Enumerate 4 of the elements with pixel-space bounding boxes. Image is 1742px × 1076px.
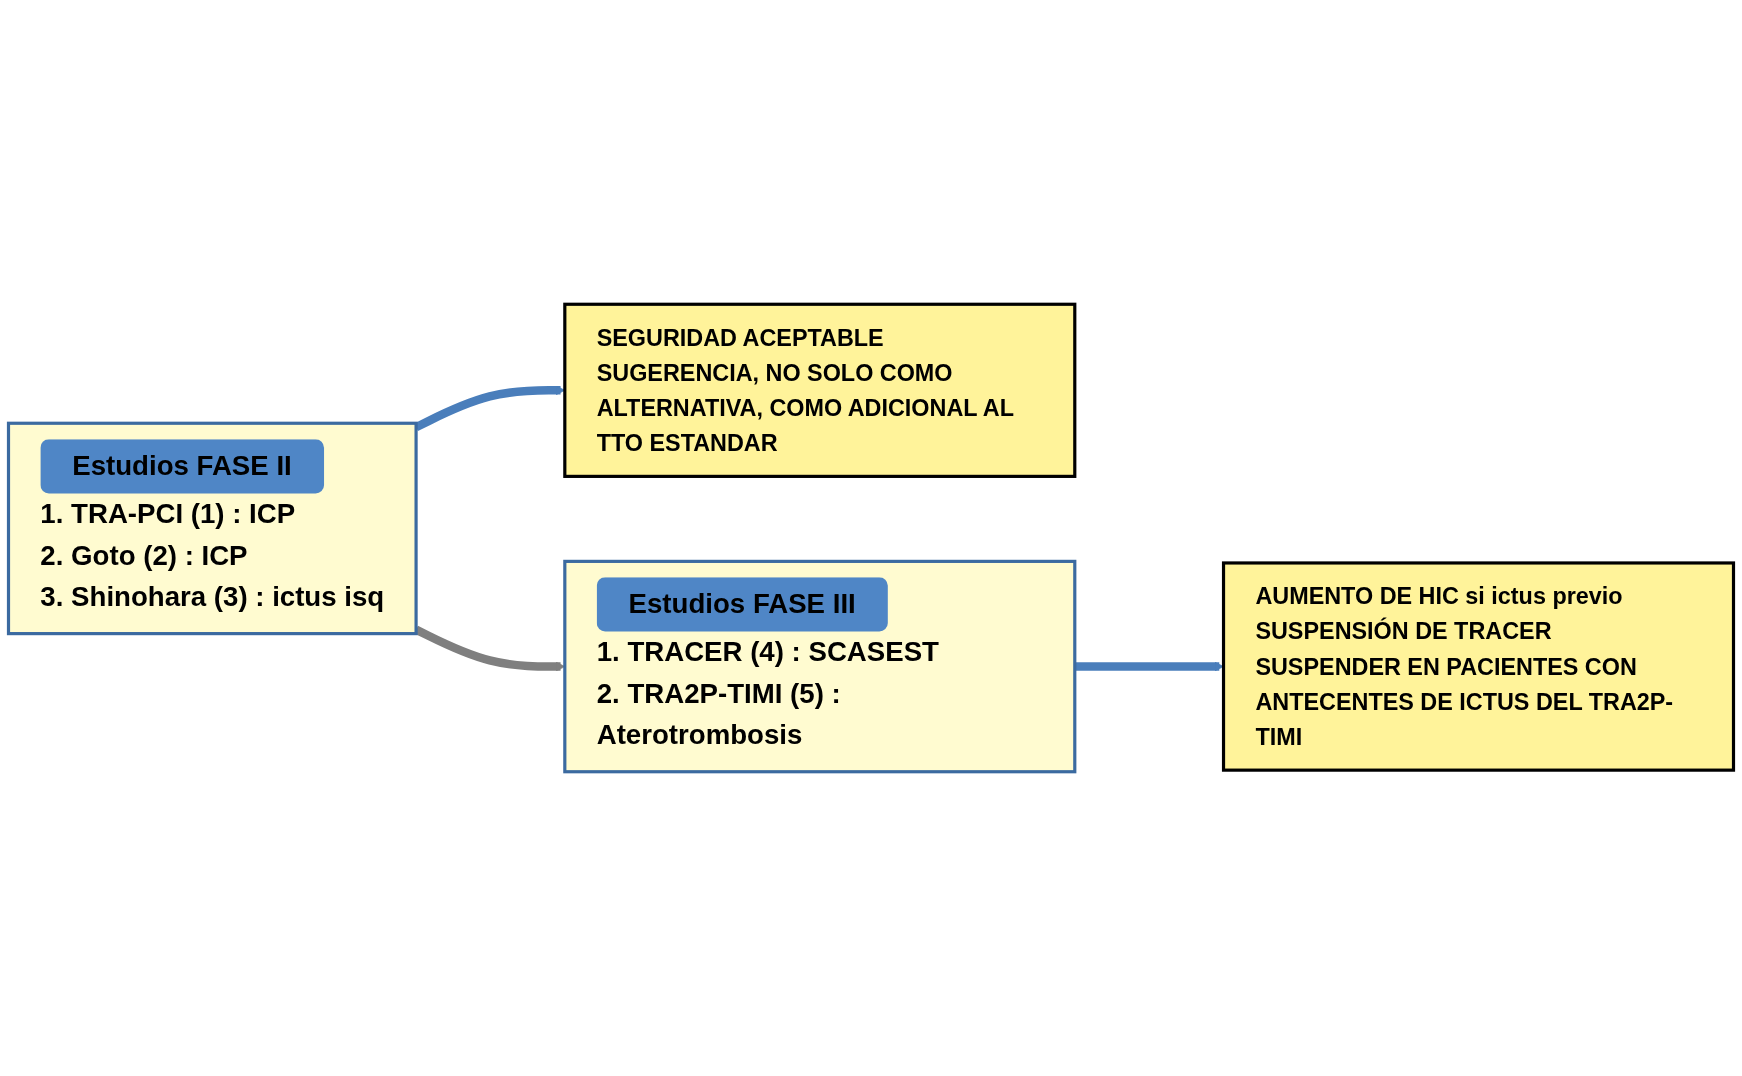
node-box: Estudios FASE II 1. TRA-PCI (1) : ICP 2. Goto (2) : ICP 3. Shinohara (3) : ictus isq	[6, 421, 418, 636]
node-box: SEGURIDAD ACEPTABLE SUGERENCIA, NO SOLO COMO ALTERNATIVA, COMO ADICIONAL AL TTO ESTANDAR	[563, 302, 1077, 478]
node-box: AUMENTO DE HIC si ictus previo SUSPENSIÓN DE TRACER SUSPENDER EN PACIENTES CON ANTECENTES DE ICTUS DEL TRA2P-TIMI	[1221, 561, 1736, 772]
node-box: Estudios FASE III 1. TRACER (4) : SCASEST 2. TRA2P-TIMI (5) : Aterotrombosis	[563, 559, 1077, 774]
